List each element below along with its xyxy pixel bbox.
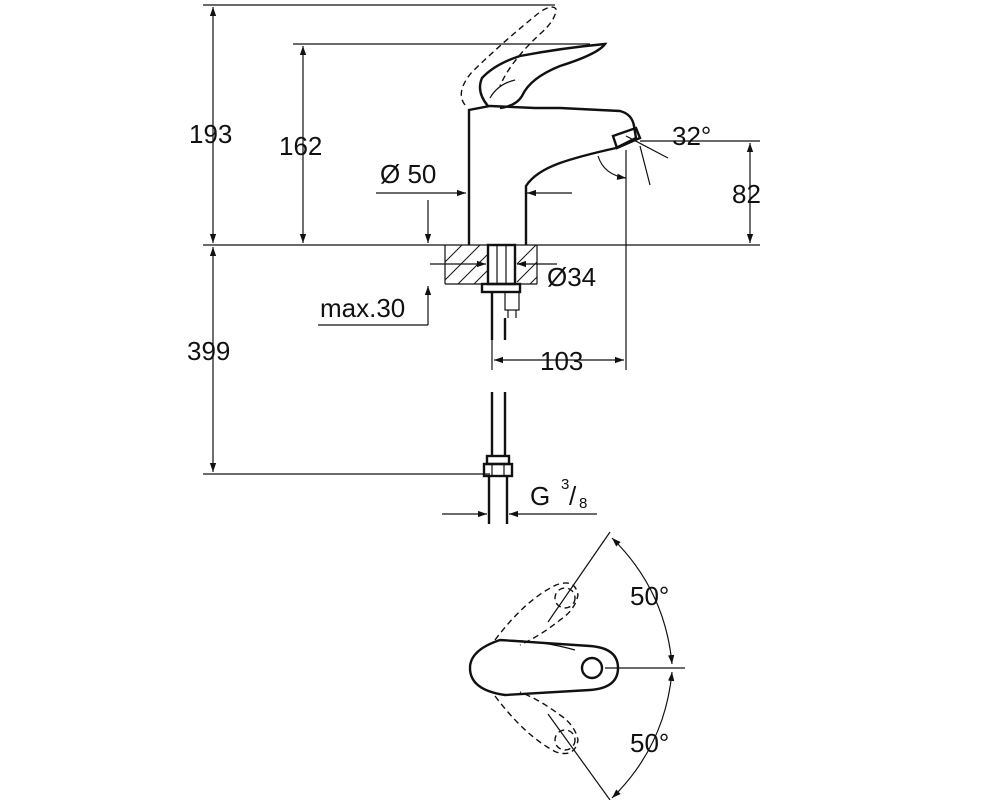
lever-inner-line bbox=[489, 79, 516, 99]
top-lever-up-pivot bbox=[554, 587, 576, 609]
top-lever-down-position bbox=[494, 691, 579, 755]
mounting-stud bbox=[480, 243, 522, 318]
angle-50-up-label: 50° bbox=[630, 581, 669, 611]
arc-50-down bbox=[611, 671, 675, 799]
top-lever-handle bbox=[468, 638, 620, 697]
thread-denominator: 8 bbox=[579, 495, 587, 512]
dim-193-label: 193 bbox=[189, 119, 232, 149]
angle-32-leader bbox=[639, 145, 651, 186]
dim-d34-label: Ø34 bbox=[547, 262, 596, 292]
dim-d50-label: Ø 50 bbox=[380, 159, 436, 189]
lever-handle bbox=[478, 42, 608, 110]
top-lever-pivot bbox=[580, 656, 604, 680]
supply-hose-lower bbox=[490, 392, 507, 456]
angle-50-down-label: 50° bbox=[630, 728, 669, 758]
top-lever-inner bbox=[499, 639, 576, 651]
supply-hose-upper bbox=[490, 292, 507, 340]
dim-162-label: 162 bbox=[279, 131, 322, 161]
thread-letter: G bbox=[530, 481, 550, 511]
thread-numerator: 3 bbox=[561, 476, 569, 493]
top-lever-down-pivot bbox=[554, 729, 576, 751]
aerator bbox=[611, 126, 642, 150]
faucet-body bbox=[467, 104, 638, 245]
dim-max30-label: max.30 bbox=[320, 293, 405, 323]
dim-103-label: 103 bbox=[540, 346, 583, 376]
top-lever-up-position bbox=[494, 582, 579, 646]
top-view: 50° 50° bbox=[468, 531, 685, 800]
dim-82-label: 82 bbox=[732, 179, 761, 209]
side-view: 193 162 399 Ø 50 32° 82 bbox=[187, 4, 761, 524]
arc-50-up bbox=[611, 537, 675, 665]
top-axis-upper-ray bbox=[547, 531, 611, 623]
hose-connector bbox=[482, 454, 514, 524]
top-axis-lower-ray bbox=[547, 713, 611, 800]
angle-32-arc bbox=[597, 155, 627, 180]
angle-32-label: 32° bbox=[672, 121, 711, 151]
dim-399-label: 399 bbox=[187, 336, 230, 366]
lever-open-position bbox=[460, 6, 557, 106]
thread-slash: / bbox=[569, 481, 577, 511]
angle-32-tilt-line bbox=[625, 135, 669, 159]
